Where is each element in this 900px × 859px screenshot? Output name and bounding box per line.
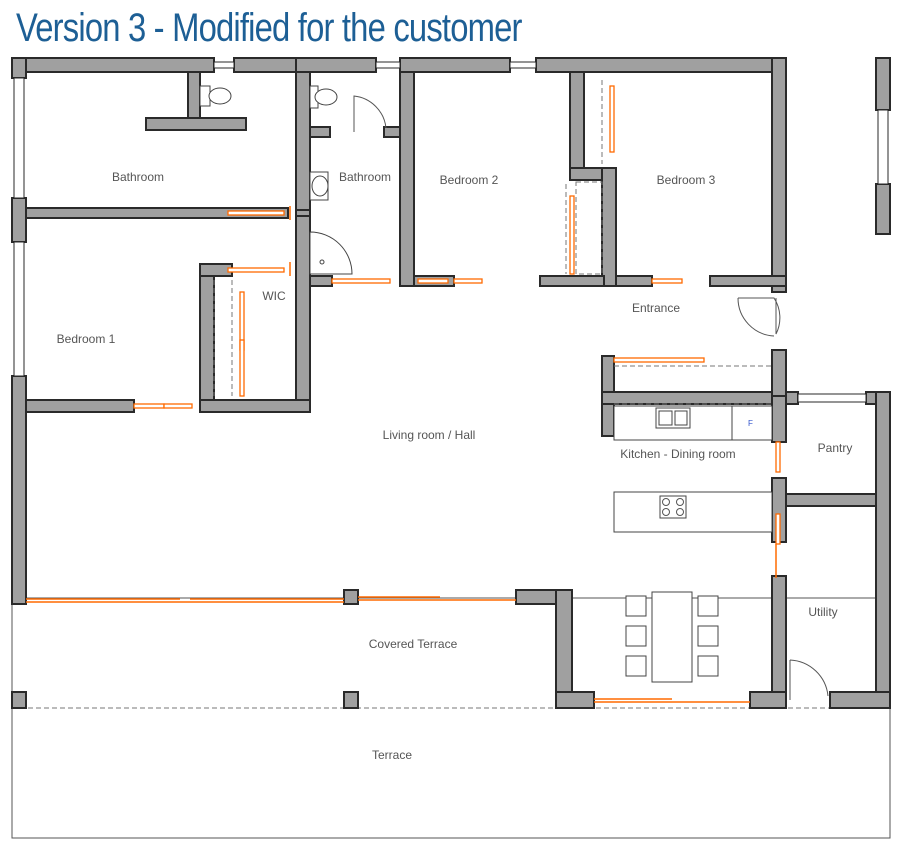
swing-doors: [353, 95, 829, 700]
label-pantry: Pantry: [818, 441, 853, 455]
label-bedroom-1: Bedroom 1: [57, 332, 116, 346]
terrace-outline: [11, 597, 891, 839]
kitchen-fixtures: [613, 405, 773, 533]
label-bedroom-2: Bedroom 2: [440, 173, 499, 187]
dashed-guides: [213, 80, 772, 405]
bathroom-fixtures: [199, 85, 353, 275]
dining-set: [625, 591, 719, 683]
walls: [11, 57, 891, 709]
windows: [13, 61, 889, 403]
label-utility: Utility: [808, 605, 837, 619]
fridge-mark: F: [748, 419, 753, 428]
sliding-doors: [26, 85, 781, 703]
label-wic: WIC: [262, 289, 286, 303]
label-bathroom-1: Bathroom: [112, 170, 164, 184]
label-living-room: Living room / Hall: [383, 428, 476, 442]
room-labels: Bathroom Bathroom Bedroom 2 Bedroom 3 WI…: [57, 170, 853, 762]
label-entrance: Entrance: [632, 301, 680, 315]
page-title: Version 3 - Modified for the customer: [16, 6, 522, 50]
label-bedroom-3: Bedroom 3: [657, 173, 716, 187]
label-bathroom-2: Bathroom: [339, 170, 391, 184]
label-terrace: Terrace: [372, 748, 412, 762]
label-covered-terrace: Covered Terrace: [369, 637, 458, 651]
label-kitchen-dining: Kitchen - Dining room: [620, 447, 735, 461]
